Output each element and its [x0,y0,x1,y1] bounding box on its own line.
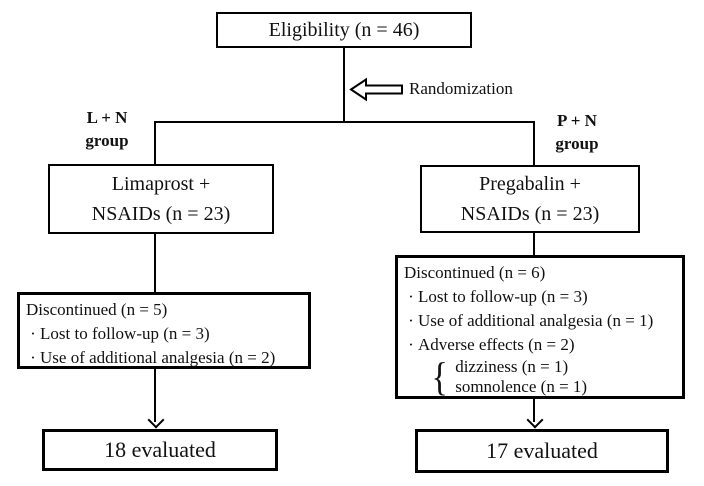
left-curly-brace-icon: { [431,354,448,399]
right-group-tag: P + N group [541,109,613,155]
pregabalin-group-line1: Pregabalin + [479,173,581,195]
right-discontinued-title: Discontinued (n = 6) [404,263,546,282]
left-evaluated-box: 18 evaluated [42,429,278,471]
right-evaluated-box: 17 evaluated [415,429,669,473]
bullet-icon: · [30,324,36,343]
left-group-tag-line2: group [85,131,129,150]
pregabalin-group-box: Pregabalin + NSAIDs (n = 23) [420,165,640,233]
adverse-effects-detail-group: { dizziness (n = 1) somnolence (n = 1) [430,357,676,397]
connector-branch-split [154,121,535,123]
bullet-icon: · [408,335,414,354]
right-discontinued-item-text: Use of additional analgesia (n = 1) [418,311,654,330]
adverse-effects-detail-lines: dizziness (n = 1) somnolence (n = 1) [455,357,587,397]
arrow-down-icon [147,411,165,429]
left-discontinued-item-text: Lost to follow-up (n = 3) [40,324,210,343]
arrow-right-line [533,399,535,422]
connector-right-branch-down [533,121,535,166]
randomization-left-block-arrow-icon [349,77,403,102]
adverse-detail-dizziness: dizziness (n = 1) [455,357,569,376]
limaprost-group-line2: NSAIDs (n = 23) [91,203,231,225]
limaprost-group-line1: Limaprost + [111,173,211,195]
right-discontinued-item: ·Lost to follow-up (n = 3) [404,285,676,309]
left-discontinued-title: Discontinued (n = 5) [26,300,168,319]
left-group-tag: L + N group [62,106,152,152]
left-evaluated-label: 18 evaluated [104,437,216,462]
left-discontinued-box: Discontinued (n = 5) ·Lost to follow-up … [17,292,311,369]
bullet-icon: · [408,311,414,330]
connector-limaprost-discontinued [154,234,156,293]
arrow-left-line [154,369,156,422]
right-group-tag-line1: P + N [557,111,597,130]
right-discontinued-box: Discontinued (n = 6) ·Lost to follow-up … [395,255,685,399]
eligibility-label: Eligibility (n = 46) [268,18,420,41]
connector-pregabalin-discontinued [533,233,535,256]
left-discontinued-item-text: Use of additional analgesia (n = 2) [40,348,276,367]
connector-eligibility-down [343,48,345,122]
right-discontinued-item-text: Adverse effects (n = 2) [418,335,575,354]
right-evaluated-label: 17 evaluated [486,438,598,463]
connector-left-branch-down [154,121,156,165]
right-discontinued-item: ·Adverse effects (n = 2) [404,333,676,357]
right-discontinued-item: ·Use of additional analgesia (n = 1) [404,309,676,333]
left-group-tag-line1: L + N [86,108,128,127]
bullet-icon: · [408,287,414,306]
pregabalin-group-line2: NSAIDs (n = 23) [460,203,600,225]
limaprost-group-box: Limaprost + NSAIDs (n = 23) [48,164,274,234]
left-discontinued-item: ·Lost to follow-up (n = 3) [26,322,302,346]
arrow-down-icon [526,411,544,429]
right-group-tag-line2: group [555,134,599,153]
left-discontinued-item: ·Use of additional analgesia (n = 2) [26,346,302,370]
adverse-detail-somnolence: somnolence (n = 1) [455,377,588,396]
eligibility-box: Eligibility (n = 46) [216,12,472,48]
bullet-icon: · [30,348,36,367]
right-discontinued-item-text: Lost to follow-up (n = 3) [418,287,588,306]
randomization-label: Randomization [409,79,513,98]
